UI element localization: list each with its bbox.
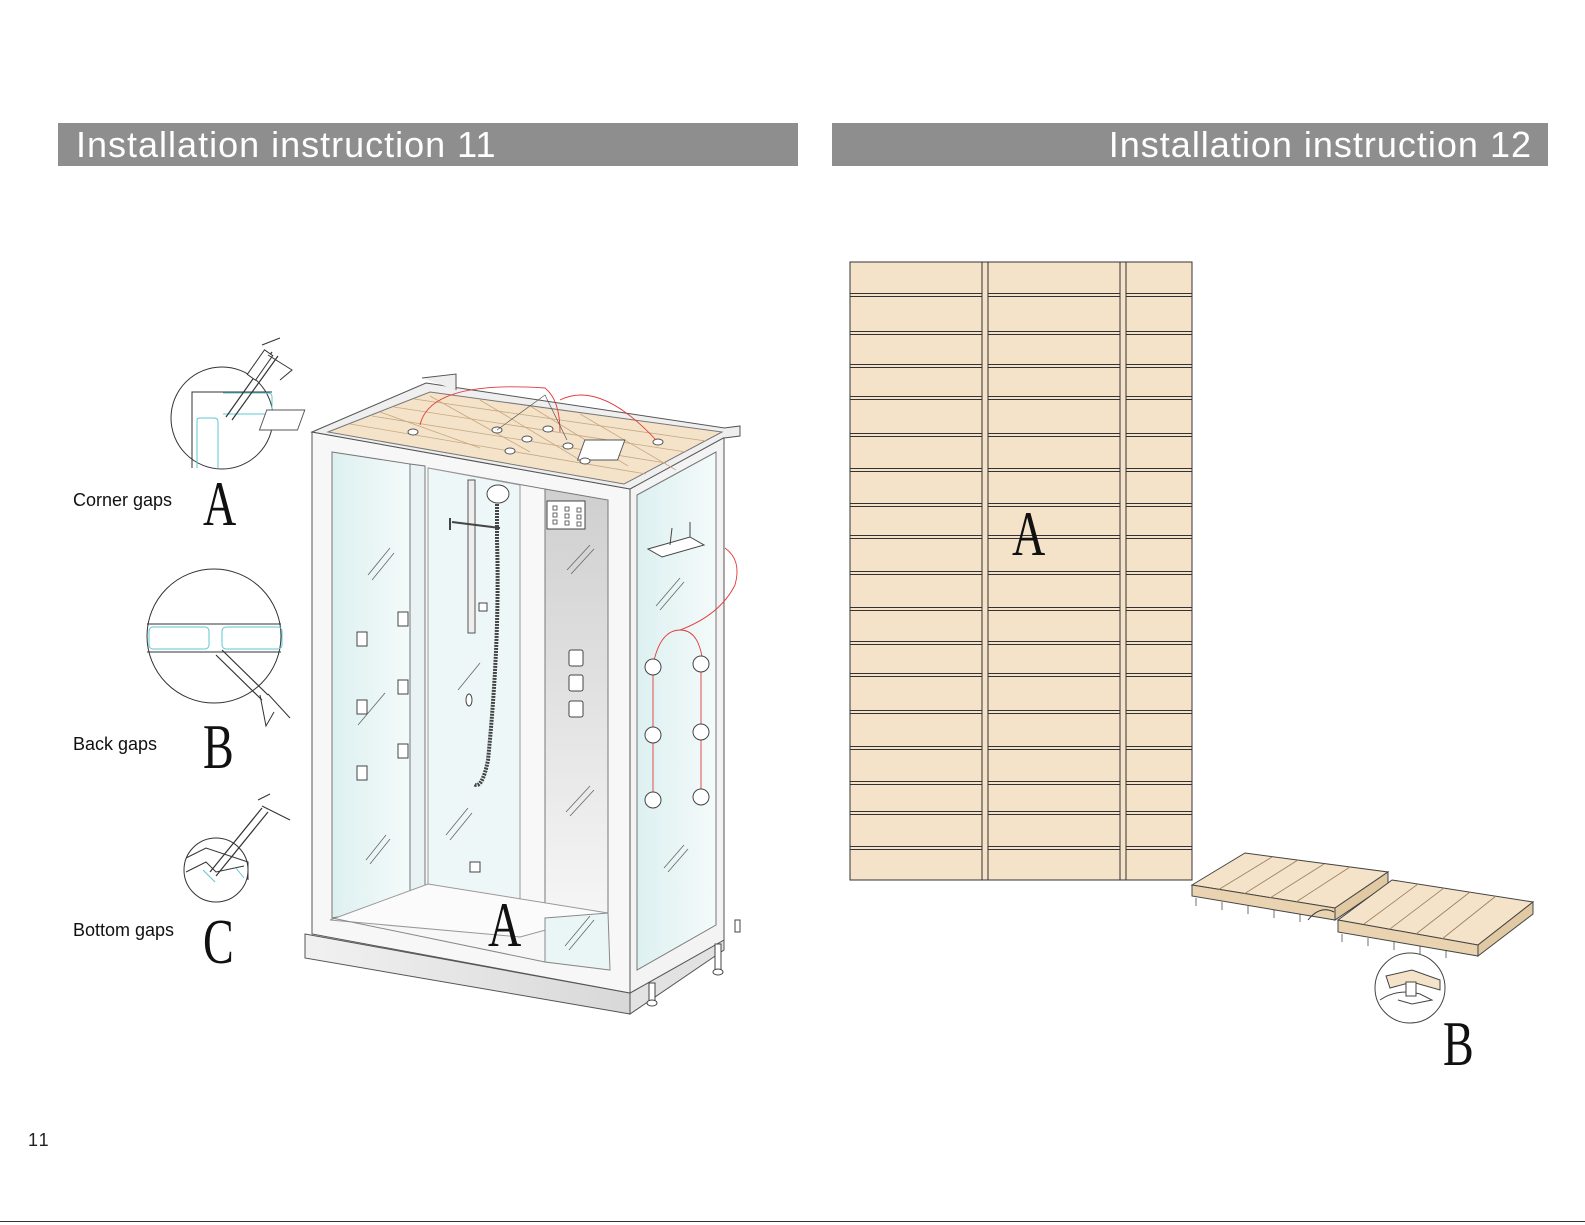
floor-slats [1192,853,1533,1023]
step-label-corner: Corner gaps [73,490,172,511]
step-letter-b: B [203,715,234,779]
detail-back-gaps [147,569,290,726]
wood-ceiling-panel [850,262,1192,880]
detail-bottom-gaps [184,794,290,902]
cabin-letter: A [488,893,521,957]
page-number: 11 [28,1130,51,1151]
step-label-bottom: Bottom gaps [73,920,174,941]
step-label-back: Back gaps [73,734,157,755]
floor-letter: B [1443,1012,1474,1076]
panel-letter: A [1012,502,1045,566]
page-bottom-rule [0,1221,1585,1222]
step-letter-c: C [203,910,234,974]
panel-background [850,262,1192,880]
detail-corner-gaps [171,338,292,469]
step-letter-a: A [203,472,236,536]
